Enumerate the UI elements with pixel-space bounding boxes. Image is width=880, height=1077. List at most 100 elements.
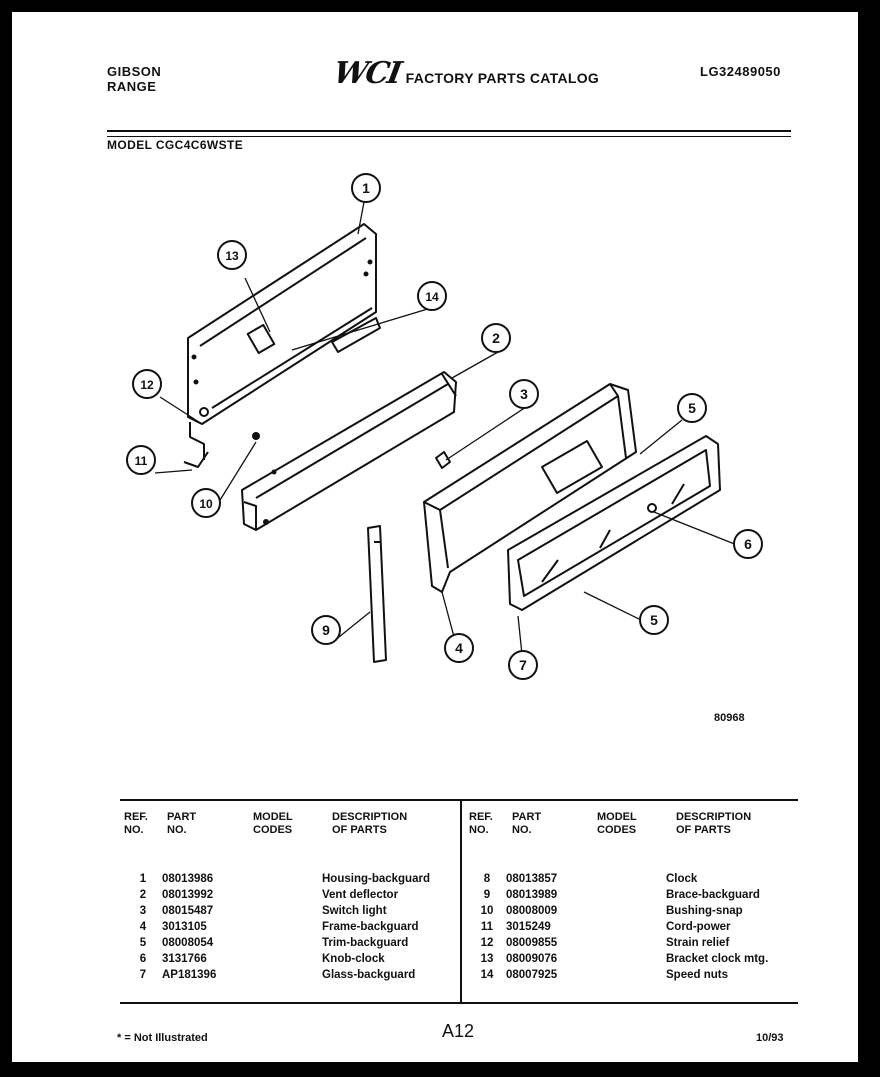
part-number: 3013105 [162, 921, 207, 933]
part-description: Brace-backguard [666, 889, 760, 901]
catalog-heading: WCI FACTORY PARTS CATALOG [331, 56, 600, 91]
exploded-parts-diagram: 1 2 3 4 5 5 6 7 9 10 11 12 13 14 [126, 173, 763, 680]
callout-10: 10 [199, 497, 213, 511]
frame-backguard-part [423, 383, 637, 593]
part-number: 08013989 [506, 889, 558, 901]
ref-number: 3 [139, 905, 147, 917]
brace-backguard-part [367, 525, 387, 663]
part-description: Trim-backguard [322, 937, 409, 949]
ref-number: 12 [480, 937, 494, 949]
ref-number: 1 [139, 873, 147, 885]
callout-1: 1 [362, 180, 370, 196]
part-description: Speed nuts [666, 969, 728, 981]
table-row: 2 08013992 Vent deflector [124, 889, 462, 905]
table-row: 12 08009855 Strain relief [468, 937, 806, 953]
catalog-title: FACTORY PARTS CATALOG [405, 69, 600, 86]
part-number: 08013857 [506, 873, 558, 885]
part-number: 3015249 [506, 921, 551, 933]
callout-9: 9 [322, 622, 330, 638]
model-number: MODEL CGC4C6WSTE [107, 138, 244, 152]
table-top-rule [120, 799, 798, 801]
table-bottom-rule [120, 1002, 798, 1004]
part-description: Housing-backguard [322, 873, 430, 885]
revision-date: 10/93 [756, 1032, 784, 1044]
callout-5-lower: 5 [650, 612, 658, 628]
part-description: Frame-backguard [322, 921, 419, 933]
page-number: A12 [442, 1021, 475, 1041]
table-row: 8 08013857 Clock [468, 873, 806, 889]
ref-number: 14 [480, 969, 494, 981]
callout-14: 14 [425, 290, 439, 304]
table-divider [460, 799, 462, 1003]
part-description: Vent deflector [322, 889, 399, 901]
table-row: 5 08008054 Trim-backguard [124, 937, 462, 953]
table-row: 14 08007925 Speed nuts [468, 969, 806, 985]
part-number: 08009855 [506, 937, 558, 949]
table-row: 1 08013986 Housing-backguard [124, 873, 462, 889]
housing-backguard-part [183, 223, 381, 468]
callout-12: 12 [140, 378, 154, 392]
table-row: 11 3015249 Cord-power [468, 921, 806, 937]
figure-code: 80968 [714, 712, 745, 724]
ref-number: 9 [483, 889, 491, 901]
header-rule-thin [107, 136, 791, 137]
part-number: 08007925 [506, 969, 558, 981]
part-description: Glass-backguard [322, 969, 416, 981]
ref-number: 8 [483, 873, 491, 885]
part-number: 08013986 [162, 873, 214, 885]
callout-2: 2 [492, 330, 500, 346]
header-ref-right: REF.NO. [469, 811, 493, 836]
table-row: 4 3013105 Frame-backguard [124, 921, 462, 937]
callout-3: 3 [520, 386, 528, 402]
ref-number: 7 [139, 969, 147, 981]
part-description: Cord-power [666, 921, 731, 933]
part-number: 08009076 [506, 953, 558, 965]
ref-number: 5 [139, 937, 147, 949]
header-rule [107, 130, 791, 132]
part-description: Clock [666, 873, 698, 885]
part-number: 08008054 [162, 937, 214, 949]
part-description: Strain relief [666, 937, 730, 949]
footnote: * = Not Illustrated [117, 1032, 208, 1044]
table-row: 7 AP181396 Glass-backguard [124, 969, 462, 985]
vent-deflector-part [241, 371, 457, 531]
part-description: Bushing-snap [666, 905, 743, 917]
part-description: Switch light [322, 905, 387, 917]
callout-7: 7 [519, 657, 527, 673]
product-type: RANGE [107, 79, 157, 94]
part-number: 3131766 [162, 953, 207, 965]
callout-5-upper: 5 [688, 400, 696, 416]
callout-4: 4 [455, 640, 463, 656]
callout-13: 13 [225, 249, 239, 263]
trim-glass-part [507, 435, 721, 611]
switch-light-part [435, 451, 451, 469]
ref-number: 4 [139, 921, 147, 933]
header-ref: REF.NO. [124, 811, 148, 836]
table-row: 3 08015487 Switch light [124, 905, 462, 921]
catalog-number: LG32489050 [700, 64, 781, 79]
table-row: 10 08008009 Bushing-snap [468, 905, 806, 921]
part-description: Bracket clock mtg. [666, 953, 769, 965]
leader-lines [154, 201, 738, 665]
part-number: 08013992 [162, 889, 214, 901]
table-row: 9 08013989 Brace-backguard [468, 889, 806, 905]
ref-number: 10 [480, 905, 494, 917]
ref-number: 13 [480, 953, 494, 965]
ref-number: 6 [139, 953, 147, 965]
part-number: 08015487 [162, 905, 214, 917]
ref-number: 2 [139, 889, 147, 901]
brand-block: GIBSON RANGE [107, 64, 161, 94]
callout-11: 11 [135, 454, 148, 468]
ref-number: 11 [480, 921, 494, 933]
part-number: AP181396 [162, 969, 217, 981]
catalog-page: GIBSON RANGE WCI FACTORY PARTS CATALOG L… [12, 12, 858, 1062]
part-number: 08008009 [506, 905, 558, 917]
table-row: 13 08009076 Bracket clock mtg. [468, 953, 806, 969]
